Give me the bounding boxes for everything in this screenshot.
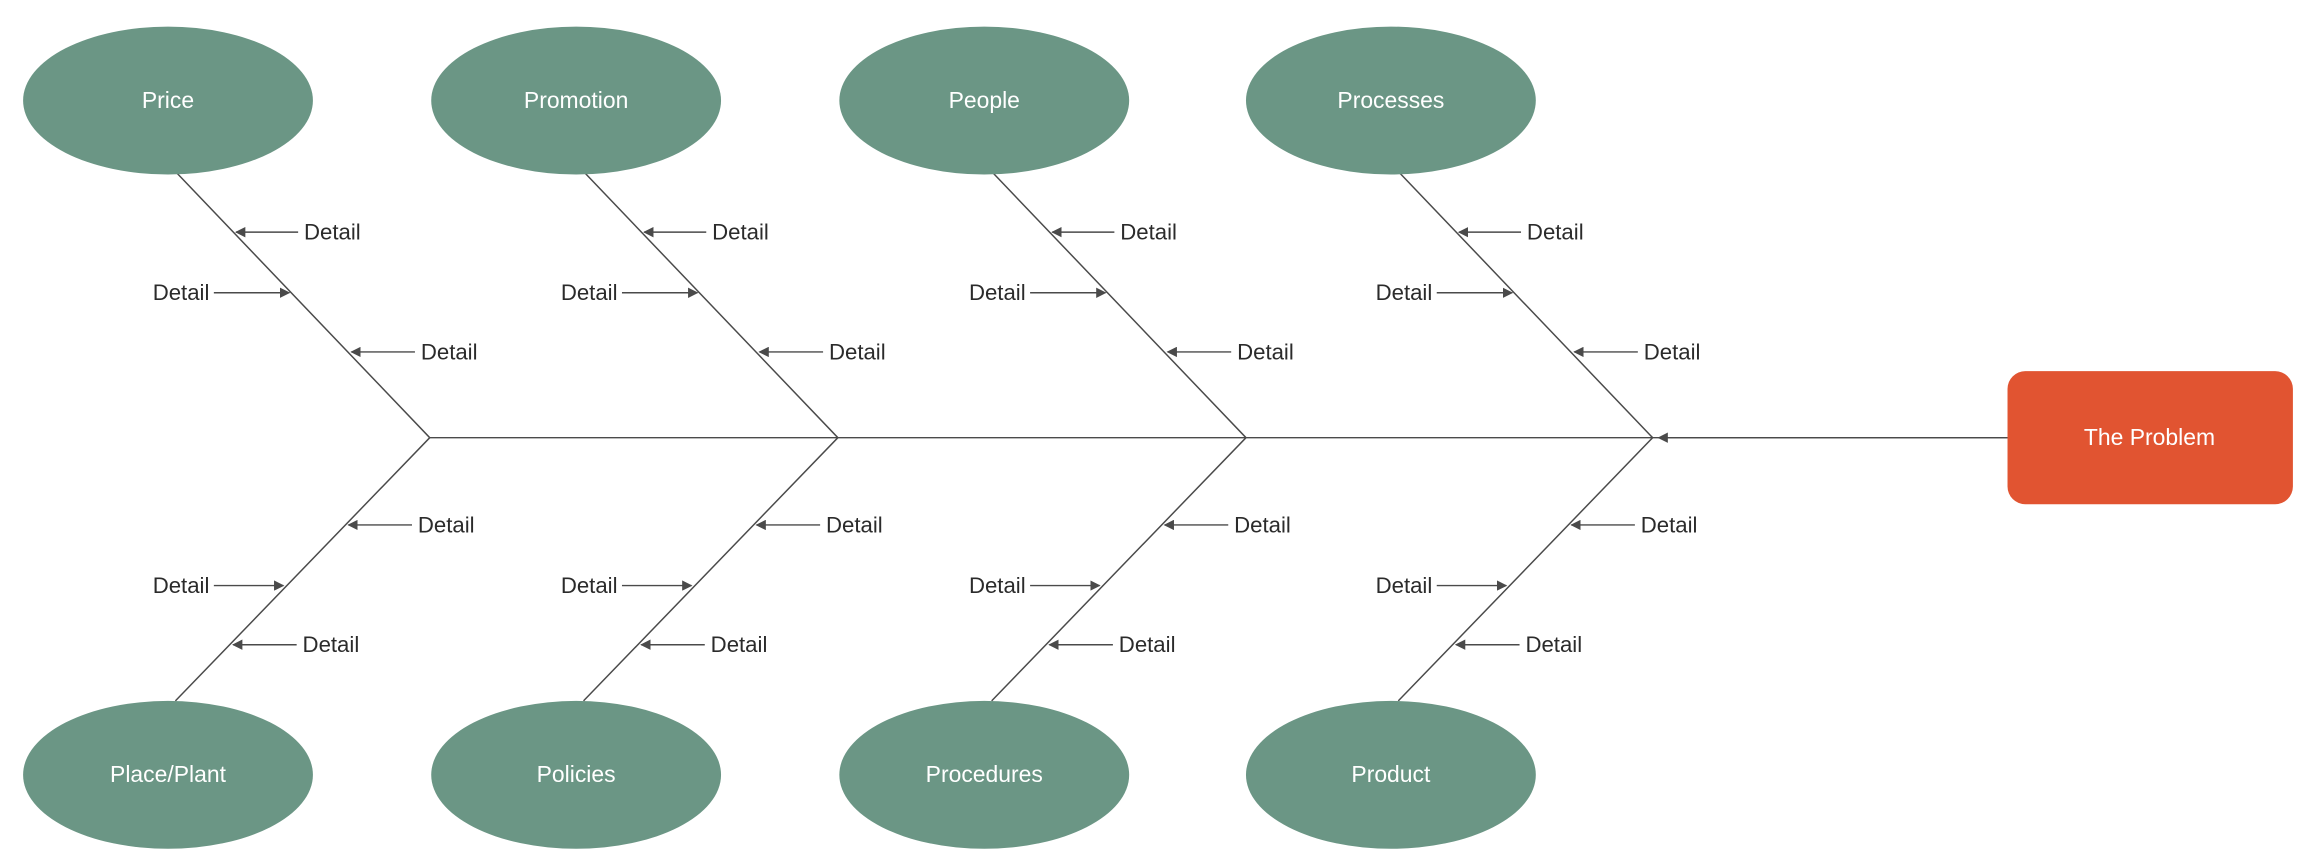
detail-label: Detail (1234, 512, 1291, 537)
category-shape-processes[interactable] (1245, 26, 1536, 175)
detail-label: Detail (1120, 220, 1177, 245)
detail-label: Detail (829, 339, 886, 364)
detail-label: Detail (1376, 280, 1433, 305)
branch-price: Price Detail Detail Detail (23, 26, 478, 439)
detail-label: Detail (421, 339, 478, 364)
bone-place-plant (174, 437, 431, 702)
branch-processes: Processes Detail Detail Detail (1245, 26, 1701, 439)
detail-label: Detail (1525, 632, 1582, 657)
category-label-processes: Processes (1337, 87, 1444, 113)
detail-label: Detail (153, 573, 210, 598)
category-shape-promotion[interactable] (431, 26, 722, 175)
detail-label: Detail (561, 280, 618, 305)
category-label-product: Product (1351, 761, 1431, 787)
detail-label: Detail (1527, 220, 1584, 245)
category-label-promotion: Promotion (524, 87, 628, 113)
bone-procedures (991, 437, 1247, 702)
detail-label: Detail (303, 632, 360, 657)
category-shape-procedures[interactable] (839, 700, 1130, 849)
detail-label: Detail (969, 573, 1026, 598)
detail-label: Detail (1119, 632, 1176, 657)
branch-product: Product Detail Detail Detail (1245, 437, 1698, 849)
branch-policies: Policies Detail Detail Detail (431, 437, 883, 849)
problem-box[interactable] (2007, 371, 2293, 505)
detail-label: Detail (561, 573, 618, 598)
detail-label: Detail (969, 280, 1026, 305)
detail-label: Detail (1644, 339, 1701, 364)
bone-policies (582, 437, 839, 702)
branch-procedures: Procedures Detail Detail Detail (839, 437, 1291, 849)
category-label-people: People (949, 87, 1020, 113)
category-shape-place-plant[interactable] (23, 700, 313, 849)
category-shape-price[interactable] (23, 26, 313, 175)
branch-people: People Detail Detail Detail (839, 26, 1294, 439)
bone-processes (1397, 171, 1654, 439)
detail-label: Detail (1376, 573, 1433, 598)
category-shape-product[interactable] (1245, 700, 1536, 849)
detail-label: Detail (711, 632, 768, 657)
category-shape-people[interactable] (839, 26, 1130, 175)
bone-product (1397, 437, 1654, 702)
category-label-place-plant: Place/Plant (110, 761, 227, 787)
branch-place-plant: Place/Plant Detail Detail Detail (23, 437, 475, 849)
category-label-procedures: Procedures (926, 761, 1043, 787)
detail-label: Detail (304, 220, 361, 245)
problem-label: The Problem (2084, 424, 2215, 450)
category-label-price: Price (142, 87, 194, 113)
detail-label: Detail (418, 512, 475, 537)
problem-node[interactable]: The Problem (2007, 371, 2293, 505)
detail-label: Detail (153, 280, 210, 305)
detail-label: Detail (826, 512, 883, 537)
category-shape-policies[interactable] (431, 700, 722, 849)
detail-label: Detail (1237, 339, 1294, 364)
detail-label: Detail (1641, 512, 1698, 537)
bone-promotion (582, 171, 839, 439)
detail-label: Detail (712, 220, 769, 245)
branch-promotion: Promotion Detail Detail Detail (431, 26, 886, 439)
category-label-policies: Policies (537, 761, 616, 787)
bone-price (174, 171, 431, 439)
bone-people (991, 171, 1247, 439)
